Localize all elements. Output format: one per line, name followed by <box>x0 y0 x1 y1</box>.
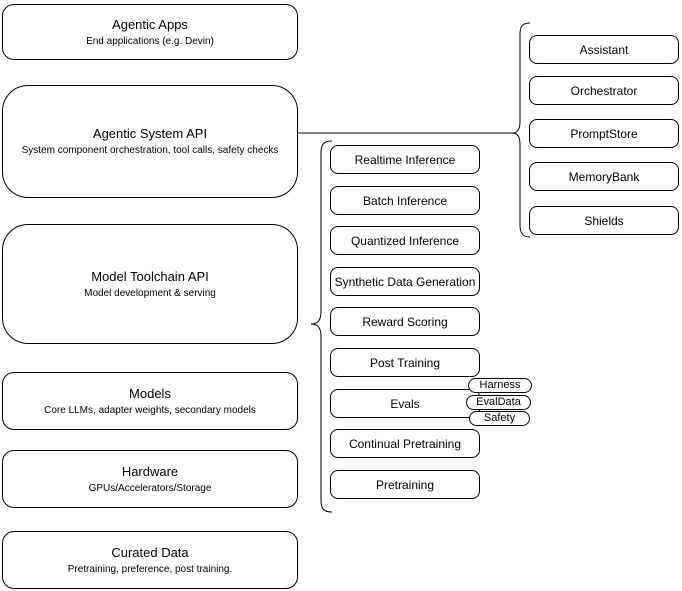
layer-subtitle: End applications (e.g. Devin) <box>86 35 214 47</box>
system-component-node-memorybank: MemoryBank <box>529 162 679 191</box>
layer-node-model-toolchain-api: Model Toolchain API Model development & s… <box>2 224 298 344</box>
eval-tag-harness: Harness <box>468 378 532 393</box>
layer-subtitle: Core LLMs, adapter weights, secondary mo… <box>44 404 256 416</box>
toolchain-node-quantized-inference: Quantized Inference <box>330 226 480 255</box>
eval-tag-evaldata: EvalData <box>466 395 531 410</box>
layer-subtitle: GPUs/Accelerators/Storage <box>88 482 212 494</box>
layer-subtitle: Pretraining, preference, post training. <box>67 563 233 575</box>
layer-title: Agentic Apps <box>112 16 188 32</box>
toolchain-node-post-training: Post Training <box>330 348 480 377</box>
toolchain-node-realtime-inference: Realtime Inference <box>330 145 480 174</box>
system-components-brace <box>511 22 531 238</box>
layer-subtitle: Model development & serving <box>84 287 216 299</box>
toolchain-node-reward-scoring: Reward Scoring <box>330 307 480 336</box>
layer-title: Model Toolchain API <box>91 268 209 284</box>
layer-title: Models <box>129 385 171 401</box>
toolchain-brace <box>310 140 333 513</box>
system-component-node-orchestrator: Orchestrator <box>529 76 679 105</box>
system-component-node-assistant: Assistant <box>529 35 679 64</box>
layer-title: Agentic System API <box>92 126 208 141</box>
toolchain-node-batch-inference: Batch Inference <box>330 186 480 215</box>
layer-node-agentic-system-api: Agentic System API System component orche… <box>2 85 298 198</box>
toolchain-node-pretraining: Pretraining <box>330 470 480 499</box>
system-component-node-shields: Shields <box>529 206 679 235</box>
layer-subtitle: System component orchestration, tool cal… <box>21 145 279 156</box>
eval-tag-safety: Safety <box>469 411 530 426</box>
toolchain-node-evals: Evals <box>330 389 480 418</box>
system-component-node-promptstore: PromptStore <box>529 119 679 148</box>
toolchain-node-synthetic-data-generation: Synthetic Data Generation <box>330 267 480 296</box>
layer-title: Hardware <box>121 463 179 479</box>
layer-title: Curated Data <box>111 544 189 560</box>
toolchain-node-continual-pretraining: Continual Pretraining <box>330 429 480 458</box>
